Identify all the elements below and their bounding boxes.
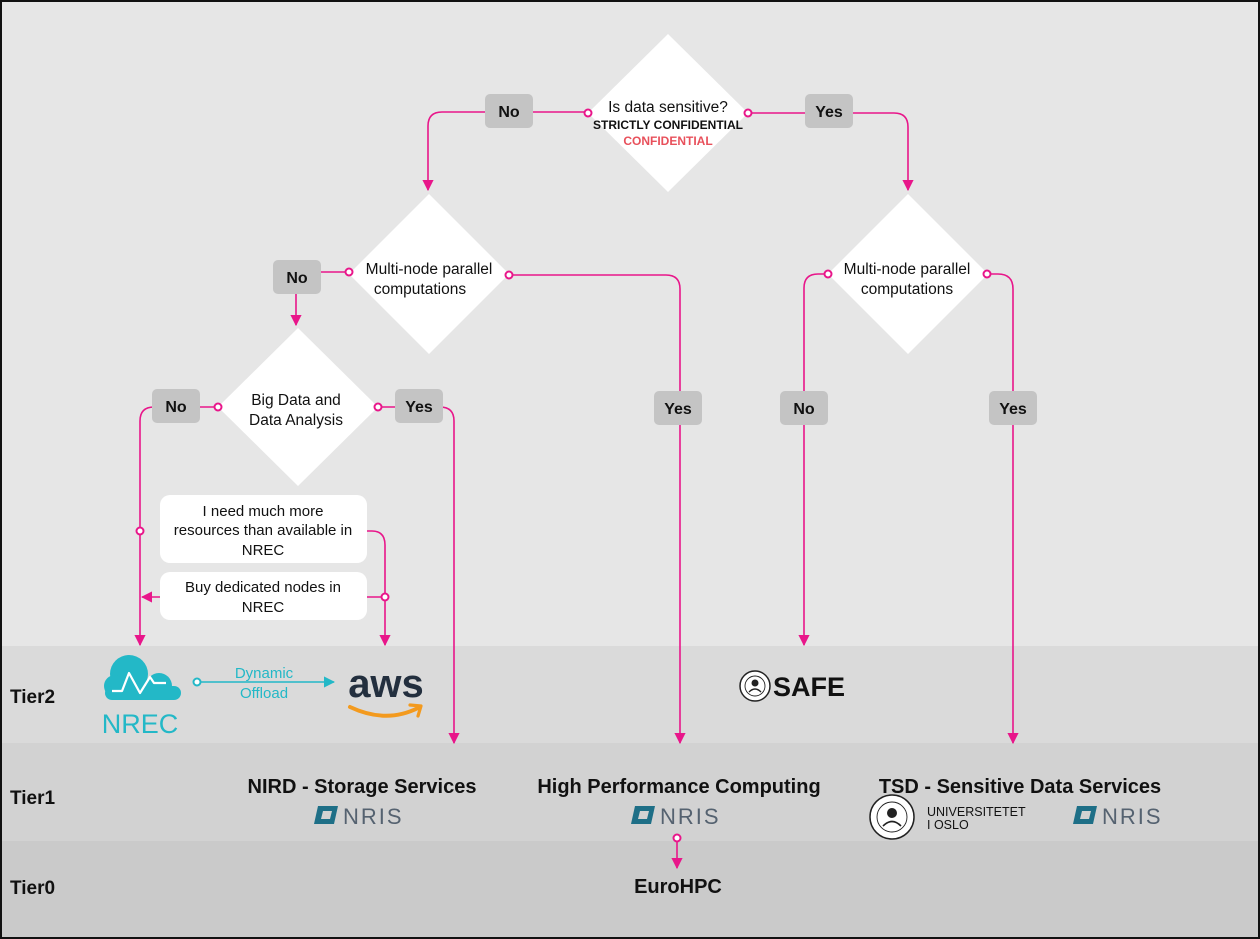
svg-text:Yes: Yes	[405, 399, 433, 416]
safe-logo: SAFE	[739, 670, 845, 702]
tsd-service: TSD - Sensitive Data Services UNIVERSITE…	[869, 776, 1163, 840]
decision-bigdata: Big Data and Data Analysis	[218, 328, 378, 486]
svg-text:NRIS: NRIS	[1102, 804, 1163, 829]
tier2-label: Tier2	[10, 687, 55, 708]
decision-multinode-left: Multi-node parallel computations	[349, 194, 509, 354]
multinode-right-line1: Multi-node parallel	[844, 261, 971, 278]
decision-sensitive: Is data sensitive? STRICTLY CONFIDENTIAL…	[588, 34, 748, 192]
tier2-band	[2, 646, 1258, 743]
dynamic-offload-link: Dynamic Offload	[192, 665, 336, 702]
aws-logo: aws	[348, 662, 424, 718]
answer-multinode-right-no: No	[780, 391, 828, 425]
multinode-right-line2: computations	[861, 281, 953, 298]
nris-mark-icon	[314, 806, 338, 824]
multinode-left-line1: Multi-node parallel	[366, 261, 493, 278]
nris-logo-nird: NRIS	[314, 804, 404, 829]
aws-smile-icon	[348, 705, 420, 718]
strictly-confidential-label: STRICTLY CONFIDENTIAL	[593, 118, 743, 132]
nrec-logo: NREC	[102, 655, 181, 739]
offload-line1: Dynamic	[235, 665, 294, 682]
eurohpc-title: EuroHPC	[634, 876, 722, 898]
nris-mark-icon	[631, 806, 655, 824]
svg-text:NRIS: NRIS	[660, 804, 721, 829]
confidential-label: CONFIDENTIAL	[623, 134, 712, 148]
uio-line1: UNIVERSITETET	[927, 805, 1026, 819]
connector-dots	[135, 108, 992, 843]
tier0-band	[2, 841, 1258, 937]
nrec-cloud-icon	[104, 655, 181, 700]
uio-seal-icon	[739, 670, 771, 702]
offload-line2: Offload	[240, 685, 288, 702]
svg-text:Buy dedicated nodes in: Buy dedicated nodes in	[185, 579, 341, 596]
nris-mark-icon	[1073, 806, 1097, 824]
uio-seal-icon	[869, 794, 915, 840]
answer-bigdata-no: No	[152, 389, 200, 423]
answer-sensitive-no: No	[485, 94, 533, 128]
sensitive-question: Is data sensitive?	[608, 99, 728, 116]
svg-text:Yes: Yes	[815, 104, 843, 121]
safe-wordmark: SAFE	[773, 672, 845, 702]
bigdata-line1: Big Data and	[251, 392, 341, 409]
answer-sensitive-yes: Yes	[805, 94, 853, 128]
svg-text:NREC: NREC	[242, 542, 285, 559]
svg-text:NREC: NREC	[242, 599, 285, 616]
uio-logo: UNIVERSITETET I OSLO	[869, 794, 1026, 840]
tier1-label: Tier1	[10, 788, 56, 809]
svg-text:No: No	[793, 401, 815, 418]
note-more-resources: I need much more resources than availabl…	[160, 495, 367, 563]
nris-logo-hpc: NRIS	[631, 804, 721, 829]
note-dedicated-nodes: Buy dedicated nodes in NREC	[160, 572, 367, 620]
nird-service: NIRD - Storage Services NRIS	[248, 776, 477, 829]
tsd-title: TSD - Sensitive Data Services	[879, 776, 1161, 798]
nrec-wordmark: NREC	[102, 709, 179, 739]
hpc-service: High Performance Computing NRIS	[537, 776, 820, 829]
svg-text:NRIS: NRIS	[343, 804, 404, 829]
aws-wordmark: aws	[348, 662, 424, 706]
answer-multinode-left-no: No	[273, 260, 321, 294]
nris-logo-tsd: NRIS	[1073, 804, 1163, 829]
answer-multinode-left-yes: Yes	[654, 391, 702, 425]
svg-text:Yes: Yes	[999, 401, 1027, 418]
answer-bigdata-yes: Yes	[395, 389, 443, 423]
bigdata-line2: Data Analysis	[249, 412, 343, 429]
tier0-label: Tier0	[10, 878, 55, 899]
answer-multinode-right-yes: Yes	[989, 391, 1037, 425]
uio-line2: I OSLO	[927, 818, 969, 832]
tier1-band	[2, 743, 1258, 841]
svg-text:No: No	[498, 104, 520, 121]
multinode-left-line2: computations	[374, 281, 466, 298]
svg-text:Yes: Yes	[664, 401, 692, 418]
decision-multinode-right: Multi-node parallel computations	[828, 194, 988, 354]
svg-text:No: No	[286, 270, 308, 287]
svg-text:I need much more: I need much more	[203, 503, 324, 520]
hpc-title: High Performance Computing	[537, 776, 820, 798]
svg-text:resources than available in: resources than available in	[174, 522, 352, 539]
nird-title: NIRD - Storage Services	[248, 776, 477, 798]
svg-text:No: No	[165, 399, 187, 416]
